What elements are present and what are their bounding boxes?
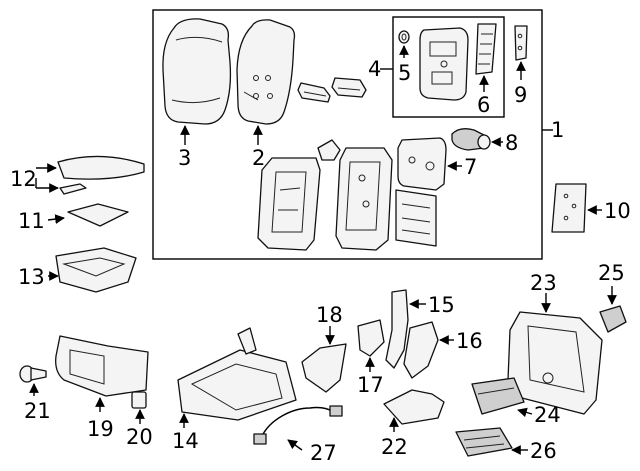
callout-18: 18 xyxy=(316,303,343,327)
callout-5: 5 xyxy=(398,61,411,85)
part-26-control-module xyxy=(455,427,513,457)
assembly-frame-box xyxy=(152,9,543,260)
callout-14: 14 xyxy=(172,429,199,453)
callout-25: 25 xyxy=(598,261,625,285)
callout-23: 23 xyxy=(530,271,557,295)
seat-back-frame-left xyxy=(257,157,321,251)
part-16-cover-trim xyxy=(403,321,439,379)
subassembly-box xyxy=(392,16,505,118)
part-25-plug xyxy=(599,305,627,333)
part-15-latch-link xyxy=(385,289,409,369)
callout-13: 13 xyxy=(18,265,45,289)
part-12-armrest-pad xyxy=(57,155,145,195)
callout-26: 26 xyxy=(530,439,557,463)
part-13-tray xyxy=(55,247,137,293)
part-24-module xyxy=(471,377,525,415)
callout-4: 4 xyxy=(368,57,381,81)
part-8-cap xyxy=(451,128,491,151)
part-2-seat-back-pad xyxy=(236,19,296,125)
part-10-trim-panel xyxy=(551,183,587,233)
part-17-hinge-cover xyxy=(357,319,385,357)
callout-27: 27 xyxy=(310,441,337,465)
callout-16: 16 xyxy=(456,329,483,353)
small-hinge-bracket xyxy=(317,139,341,161)
part-5-grommet xyxy=(398,30,410,44)
callout-6: 6 xyxy=(477,93,490,117)
part-3-seat-back-cushion xyxy=(162,18,232,125)
callout-20: 20 xyxy=(126,425,153,449)
callout-8: 8 xyxy=(505,131,518,155)
part-23-backrest-frame xyxy=(507,311,603,415)
part-14-seat-base xyxy=(177,327,297,421)
part-22-bracket xyxy=(383,389,445,425)
callout-17: 17 xyxy=(357,373,384,397)
callout-22: 22 xyxy=(381,435,408,459)
part-21-bolt xyxy=(19,365,47,383)
callout-21: 21 xyxy=(24,399,51,423)
callout-15: 15 xyxy=(428,293,455,317)
part-19-console-base xyxy=(55,335,149,397)
callout-1: 1 xyxy=(551,118,564,142)
callout-9: 9 xyxy=(514,83,527,107)
part-20-clip xyxy=(131,391,147,409)
part-11-mat xyxy=(67,203,129,227)
part-27-wire-harness xyxy=(253,405,343,445)
seat-back-frame-center xyxy=(335,147,393,251)
callout-3: 3 xyxy=(178,146,191,170)
callout-24: 24 xyxy=(534,403,561,427)
small-retainer-clip-a xyxy=(297,82,331,103)
callout-2: 2 xyxy=(252,146,265,170)
part-9-bracket xyxy=(514,25,528,61)
callout-10: 10 xyxy=(604,199,631,223)
callout-12: 12 xyxy=(10,167,37,191)
leader-lines xyxy=(29,45,617,455)
part-6-mesh-strip xyxy=(475,23,497,75)
callout-19: 19 xyxy=(87,417,114,441)
callout-labels: 1 2 3 4 5 6 7 8 9 10 11 12 13 14 15 16 1… xyxy=(10,57,631,465)
small-retainer-clip-b xyxy=(331,77,367,98)
part-6-bracket-plate xyxy=(419,27,469,101)
callout-7: 7 xyxy=(464,155,477,179)
part-7-trim-panel xyxy=(397,137,447,191)
part-18-side-cover xyxy=(301,343,347,393)
storage-bin-module xyxy=(395,189,437,247)
callout-11: 11 xyxy=(18,209,45,233)
